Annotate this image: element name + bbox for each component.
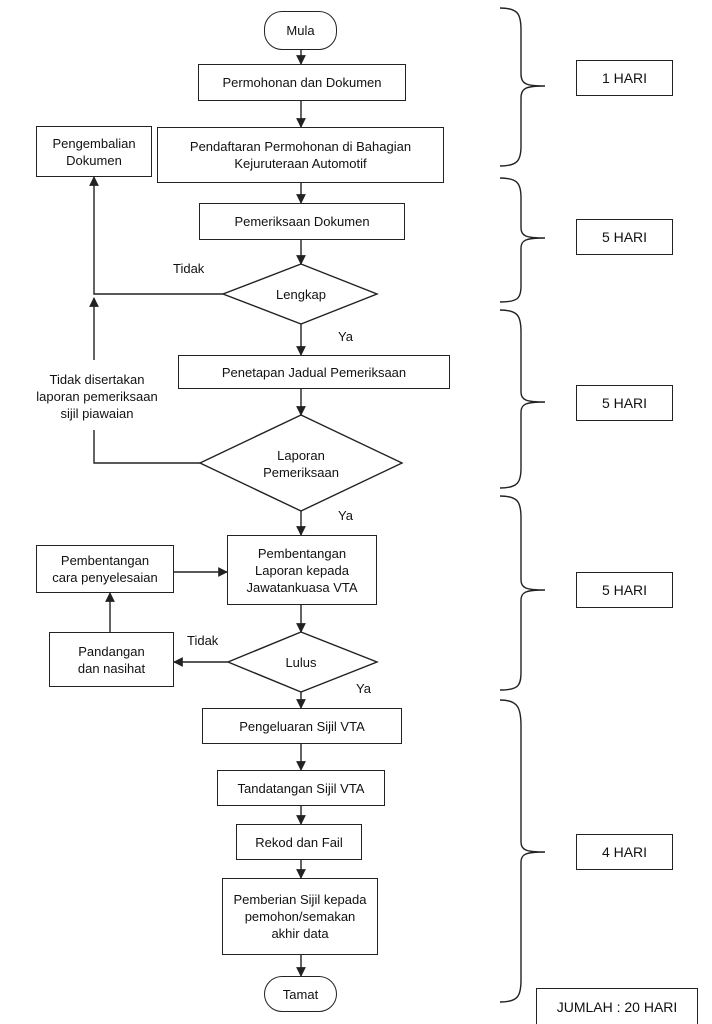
step-pendaftaran-permohonan: Pendaftaran Permohonan di Bahagian Kejur… <box>157 127 444 183</box>
decision-laporan-label: Laporan Pemeriksaan <box>263 448 339 480</box>
step-pengembalian-dokumen: Pengembalian Dokumen <box>36 126 152 177</box>
brace-5 <box>499 699 546 1003</box>
duration-box-4: 5 HARI <box>576 572 673 608</box>
label-tidak-disertakan: Tidak disertakan laporan pemeriksaan sij… <box>36 372 158 421</box>
decision-lulus-label: Lulus <box>285 654 317 670</box>
duration-box-2: 5 HARI <box>576 219 673 255</box>
label-ya-laporan: Ya <box>338 508 353 523</box>
label-tidak-lulus: Tidak <box>187 633 219 648</box>
brace-4 <box>499 495 546 691</box>
step-pembentangan-vta: Pembentangan Laporan kepada Jawatankuasa… <box>227 535 377 605</box>
duration-box-1: 1 HARI <box>576 60 673 96</box>
brace-3 <box>499 309 546 489</box>
decision-lulus-shape <box>226 631 379 693</box>
label-ya-lengkap: Ya <box>338 329 353 344</box>
step-pemberian-sijil: Pemberian Sijil kepada pemohon/semakan a… <box>222 878 378 955</box>
brace-1 <box>499 7 546 167</box>
duration-box-5: 4 HARI <box>576 834 673 870</box>
brace-2 <box>499 177 546 303</box>
arrow-laporan-tidak <box>93 430 200 464</box>
step-rekod-fail: Rekod dan Fail <box>236 824 362 860</box>
step-pandangan-nasihat: Pandangan dan nasihat <box>49 632 174 687</box>
step-pembentangan-cara: Pembentangan cara penyelesaian <box>36 545 174 593</box>
decision-laporan-shape <box>198 414 404 512</box>
decision-lengkap-label: Lengkap <box>276 286 326 302</box>
label-ya-lulus: Ya <box>356 681 371 696</box>
label-tidak-lengkap: Tidak <box>173 261 205 276</box>
step-pengeluaran-sijil: Pengeluaran Sijil VTA <box>202 708 402 744</box>
start-terminal: Mula <box>264 11 337 50</box>
duration-box-3: 5 HARI <box>576 385 673 421</box>
total-duration: JUMLAH : 20 HARI <box>536 988 698 1024</box>
arrow-lengkap-tidak <box>89 176 223 295</box>
step-permohonan-dokumen: Permohonan dan Dokumen <box>198 64 406 101</box>
step-pemeriksaan-dokumen: Pemeriksaan Dokumen <box>199 203 405 240</box>
step-tandatangan-sijil: Tandatangan Sijil VTA <box>217 770 385 806</box>
step-penetapan-jadual: Penetapan Jadual Pemeriksaan <box>178 355 450 389</box>
decision-lengkap-shape <box>221 263 379 325</box>
end-terminal: Tamat <box>264 976 337 1012</box>
